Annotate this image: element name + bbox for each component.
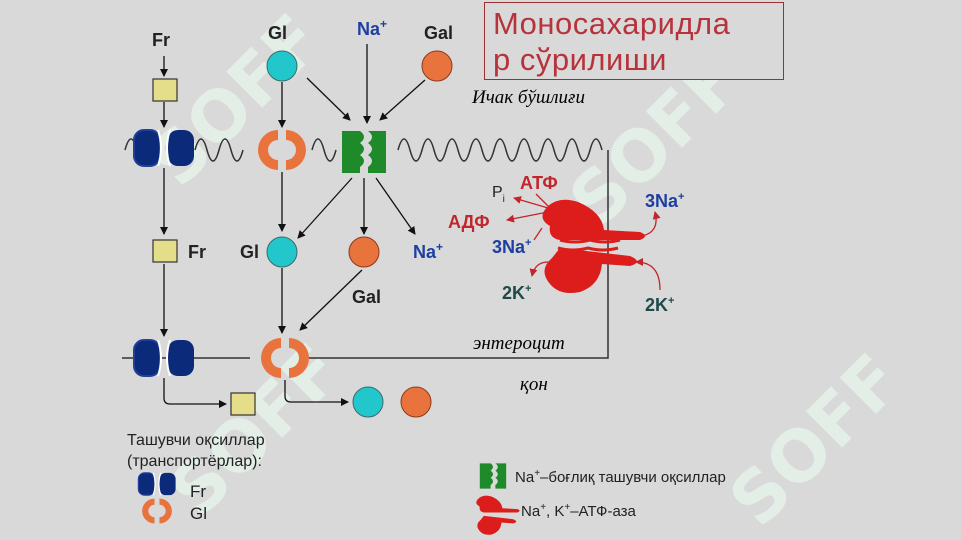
na-dependent-transporter — [342, 131, 386, 173]
glucose-lumen — [266, 50, 298, 82]
legend-atpase-icon — [476, 495, 520, 535]
fructose-square-cell — [152, 239, 178, 263]
k2-in-label: 2K+ — [502, 283, 531, 303]
gal-label-top: Gal — [424, 23, 453, 43]
k2-out-label: 2K+ — [645, 295, 674, 315]
fructose-square-blood — [230, 392, 256, 416]
legend-gl-label: Gl — [190, 504, 207, 523]
gal-label-cell: Gal — [352, 287, 381, 307]
glucose-blood — [352, 386, 384, 418]
na-label-top: Na+ — [357, 17, 387, 39]
slide-title-line1: Моносахаридла — [493, 6, 731, 41]
watermark-text: SOFF — [714, 339, 917, 540]
legend-gl-transporter-icon — [142, 498, 172, 524]
gl-label-cell: Gl — [240, 242, 259, 262]
na3-in-label: 3Na+ — [492, 237, 531, 257]
fr-label-cell: Fr — [188, 242, 206, 262]
slide-title: Моносахаридла р сўрилиши — [484, 2, 784, 80]
pi-label: Pi — [492, 184, 505, 205]
na-k-atpase-pump — [542, 199, 645, 293]
legend-na-transporter-icon — [479, 463, 507, 489]
blood-label: қон — [520, 374, 548, 395]
legend-fr-label: Fr — [190, 482, 206, 501]
slide-title-line2: р сўрилиши — [493, 42, 668, 77]
na3-out-label: 3Na+ — [645, 191, 684, 211]
glucose-transporter-apical — [258, 130, 306, 170]
atp-label: АТФ — [520, 173, 558, 193]
cell-boundary — [300, 150, 609, 359]
legend-heading-line2: (транспортёрлар): — [127, 453, 262, 470]
enterocyte-label: энтероцит — [473, 333, 565, 354]
glucose-cell — [266, 236, 298, 268]
svg-text:Fr: Fr — [152, 30, 170, 50]
legend-heading-line1: Ташувчи оқсиллар — [127, 432, 265, 449]
galactose-cell — [348, 236, 380, 268]
gl-label-top: Gl — [268, 23, 287, 43]
lumen-label: Ичак бўшлиғи — [471, 87, 585, 108]
adp-label: АДФ — [448, 212, 490, 232]
fructose-square-lumen — [152, 78, 178, 102]
galactose-lumen — [421, 50, 453, 82]
legend-na-dependent-label: Na+–боғлиқ ташувчи оқсиллар — [515, 468, 726, 486]
fr-label-top: Fr — [152, 30, 170, 50]
galactose-blood — [400, 386, 432, 418]
legend-atpase-label: Na+, K+–АТФ-аза — [521, 502, 637, 520]
na-label-cell: Na+ — [413, 240, 443, 262]
